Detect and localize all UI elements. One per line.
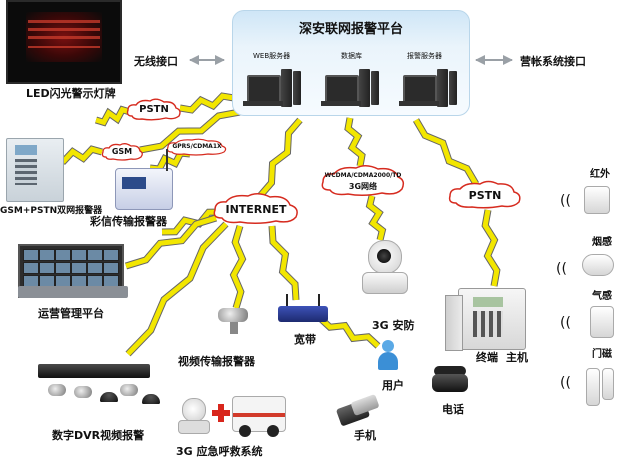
server-label-db: 数据库 [341, 52, 362, 60]
telephone-label: 电话 [442, 403, 464, 416]
cloud-pstn-right-label: PSTN [468, 189, 502, 202]
cloud-internet: INTERNET [210, 192, 302, 226]
ambulance-icon [232, 396, 286, 437]
door-sensor-icon [602, 368, 614, 400]
cloud-3g: WCDMA/CDMA2000/TD 3G网络 [318, 164, 408, 198]
gas-sensor-icon [590, 306, 614, 338]
link-gsm-platform [139, 109, 241, 153]
dual-alarm-label: GSM+PSTN双网报警器 [0, 206, 103, 216]
link-internet-router [269, 225, 299, 301]
server-label-web: WEB服务器 [253, 52, 291, 60]
door-sensor-icon [586, 368, 600, 406]
terminal-label: 终端 [476, 351, 498, 364]
signal-wave-icon: (( [560, 193, 571, 209]
link-router-user [318, 316, 380, 348]
link-pstn-platform-right [413, 118, 479, 186]
user-label: 用户 [382, 379, 404, 392]
server-icon [317, 63, 379, 109]
cloud-pstn-left-label: PSTN [139, 104, 169, 115]
dvr-alarm-label: 数字DVR视频报警 [52, 429, 145, 442]
sensor-label-smoke: 烟感 [592, 237, 612, 248]
video-alarm-label: 视频传输报警器 [178, 355, 255, 368]
smoke-sensor-icon [582, 254, 614, 276]
medical-cross-icon [212, 404, 230, 422]
telephone-icon [432, 364, 468, 392]
camp-interface-label: 营帐系统接口 [520, 55, 586, 68]
cloud-pstn-right: PSTN [446, 180, 524, 210]
user-icon [376, 340, 400, 374]
led-sign-icon [6, 0, 122, 84]
dual-network-alarm-icon [6, 138, 64, 202]
led-label: LED闪光警示灯牌 [26, 87, 116, 100]
sensor-label-door: 门磁 [592, 349, 612, 360]
cloud-gsm: GSM [100, 142, 144, 162]
console-desk-icon [18, 286, 128, 298]
dvr-recorder-icon [38, 364, 150, 378]
alarm-platform: 深安联网报警平台 WEB服务器 数据库 报警服务器 [232, 10, 470, 116]
server-label-alarm: 报警服务器 [407, 52, 442, 60]
signal-wave-icon: (( [556, 261, 567, 277]
cloud-gprs-label: GPRS/CDMA1X [172, 143, 222, 150]
alarm-host-icon [445, 288, 526, 351]
link-pstn-host [482, 209, 500, 287]
security-3g-label: 3G 安防 [372, 319, 415, 332]
video-camera-icon [218, 308, 256, 334]
rescue-3g-label: 3G 应急呼救系统 [176, 445, 263, 458]
host-label: 主机 [506, 351, 528, 364]
cloud-pstn-left: PSTN [124, 98, 184, 122]
bullet-camera-icon [48, 384, 66, 396]
cloud-gprs: GPRS/CDMA1X [164, 138, 230, 156]
3g-camera-icon [362, 240, 408, 294]
sensor-label-gas: 气感 [592, 291, 612, 302]
pir-sensor-icon [584, 186, 610, 214]
link-3g-camera [366, 195, 386, 241]
platform-title: 深安联网报警平台 [298, 22, 403, 37]
cloud-3g-small-label: WCDMA/CDMA2000/TD [324, 172, 402, 179]
router-icon [278, 294, 328, 322]
bullet-camera-icon [120, 384, 138, 396]
bullet-camera-icon [74, 386, 92, 398]
mobile-label: 手机 [354, 429, 376, 442]
link-internet-video [230, 225, 246, 309]
link-pstn-platform [179, 93, 235, 113]
link-led-pstn [95, 106, 131, 126]
signal-wave-icon: (( [560, 375, 571, 391]
server-icon [239, 63, 301, 109]
ops-platform-label: 运营管理平台 [38, 307, 104, 320]
cloud-internet-label: INTERNET [225, 203, 287, 216]
broadband-label: 宽带 [294, 333, 316, 346]
wireless-interface-label: 无线接口 [134, 55, 178, 68]
link-internet-platform [258, 118, 302, 198]
server-icon [395, 63, 457, 109]
cloud-gsm-label: GSM [111, 147, 133, 156]
mms-alarm-label: 彩信传输报警器 [90, 215, 167, 228]
cloud-3g-label: 3G网络 [348, 182, 378, 191]
3g-camera-icon [178, 398, 210, 434]
mobile-phone-icon [335, 393, 380, 427]
sensor-label-pir: 红外 [590, 169, 610, 180]
mms-alarm-icon [115, 149, 173, 210]
link-internet-dvr [126, 222, 228, 356]
dome-camera-icon [100, 392, 118, 402]
dome-camera-icon [142, 394, 160, 404]
link-internet-mms [161, 209, 223, 235]
link-internet-wall [125, 215, 217, 269]
signal-wave-icon: (( [560, 315, 571, 331]
link-3g-platform [345, 117, 365, 167]
